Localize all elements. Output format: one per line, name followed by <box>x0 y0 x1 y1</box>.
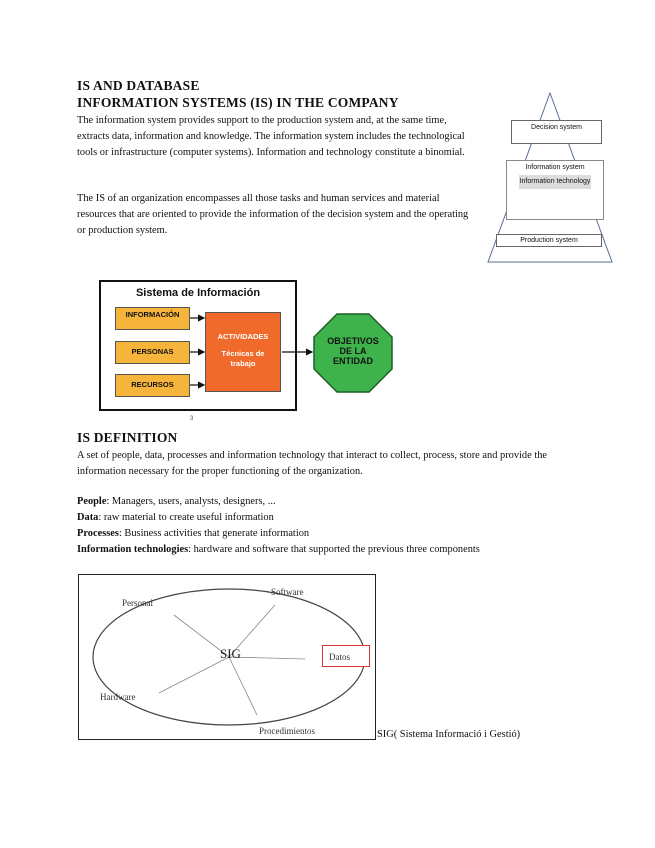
component-it: Information technologies: hardware and s… <box>77 542 597 558</box>
component-people: People: Managers, users, analysts, desig… <box>77 494 597 510</box>
goal-octagon <box>313 313 393 393</box>
pyramid-diagram: Decision system Information system Infor… <box>486 90 614 264</box>
component-term: Processes <box>77 528 119 539</box>
information-system-box: Information system Information technolog… <box>506 160 604 220</box>
sig-ellipse-diagram: Personal Software SIG Datos Hardware Pro… <box>78 574 376 740</box>
goal-label: OBJETIVOS DE LA ENTIDAD <box>327 336 379 366</box>
component-desc: : raw material to create useful informat… <box>98 512 274 523</box>
ellipse-label-software: Software <box>271 587 304 597</box>
component-term: People <box>77 496 107 507</box>
paragraph-intro: The information system provides support … <box>77 115 465 158</box>
input-personas: PERSONAS <box>115 341 190 364</box>
activities-title: ACTIVIDADES <box>217 332 269 341</box>
component-list: People: Managers, users, analysts, desig… <box>77 494 597 558</box>
paragraph-is-organization: The IS of an organization encompasses al… <box>77 193 469 236</box>
flow-arrows <box>190 314 314 389</box>
production-system-box: Production system <box>496 234 602 247</box>
information-system-label: Information system <box>525 164 585 171</box>
heading-is-database: IS AND DATABASE <box>77 78 200 93</box>
sig-ellipse-svg <box>92 588 366 726</box>
input-informacion: INFORMACIÓN <box>115 307 190 330</box>
activities-subtitle: Técnicas de trabajo <box>221 349 265 368</box>
diagram-page-number: 3 <box>190 416 194 422</box>
ellipse-label-hardware: Hardware <box>100 692 136 702</box>
component-desc: : hardware and software that supported t… <box>188 544 480 555</box>
information-technology-box: Information technology <box>519 175 591 189</box>
ellipse-label-personal: Personal <box>122 598 153 608</box>
sig-flow-diagram: Sistema de Información <box>99 280 297 411</box>
component-processes: Processes: Business activities that gene… <box>77 526 597 542</box>
sig-flow-title: Sistema de Información <box>135 287 261 299</box>
ellipse-label-datos: Datos <box>322 645 370 667</box>
component-desc: : Business activities that generate info… <box>118 528 310 539</box>
ellipse-label-procedimientos: Procedimientos <box>259 726 315 736</box>
component-desc: : Managers, users, analysts, designers, … <box>106 496 276 507</box>
paragraph-definition: A set of people, data, processes and inf… <box>77 450 548 477</box>
activities-box: ACTIVIDADES Técnicas de trabajo <box>205 312 281 392</box>
component-data: Data: raw material to create useful info… <box>77 510 597 526</box>
heading-is-definition: IS DEFINITION <box>77 430 178 445</box>
component-term: Information technologies <box>77 544 189 555</box>
component-term: Data <box>77 512 99 523</box>
input-recursos: RECURSOS <box>115 374 190 397</box>
decision-system-box: Decision system <box>511 120 602 144</box>
heading-information-systems: INFORMATION SYSTEMS (IS) IN THE COMPANY <box>77 95 399 110</box>
ellipse-caption: SIG( Sistema Informació i Gestió) <box>377 729 521 740</box>
ellipse-center-sig: SIG <box>220 646 241 661</box>
